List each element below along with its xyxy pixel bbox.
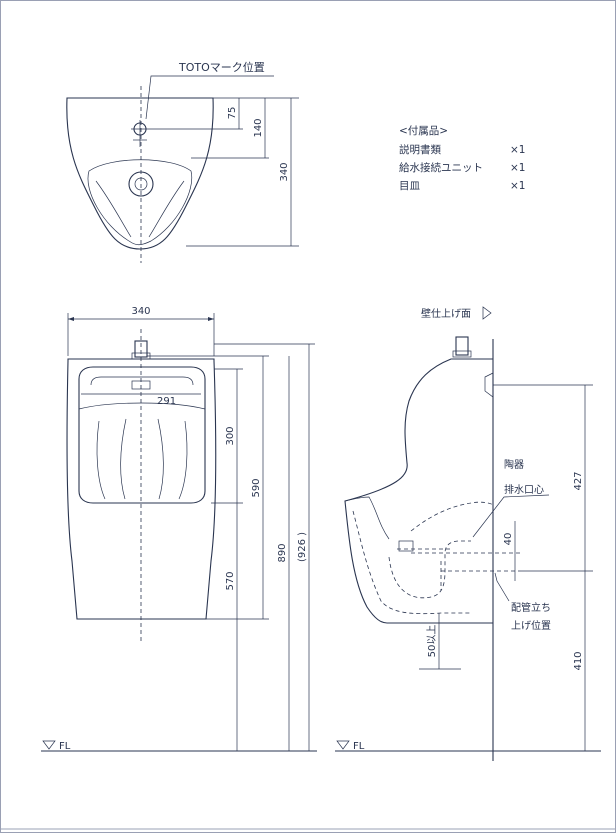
side-view-outline bbox=[344, 358, 493, 624]
accessory-qty: ×1 bbox=[510, 162, 525, 174]
accessory-name: 給水接続ユニット bbox=[399, 161, 483, 174]
pipe-leader bbox=[494, 572, 510, 602]
side-floor-label: FL bbox=[353, 741, 365, 752]
dim-410: 410 bbox=[573, 651, 584, 670]
dim-890: 890 bbox=[277, 543, 288, 562]
accessories-heading: <付属品> bbox=[399, 124, 448, 137]
accessory-name: 説明書類 bbox=[399, 143, 441, 156]
front-view-bowl-opening bbox=[78, 366, 206, 504]
wall-finish-label: 壁仕上げ面 bbox=[421, 307, 471, 320]
accessories-list: <付属品> 説明書類 ×1 給水接続ユニット ×1 目皿 ×1 bbox=[399, 124, 525, 192]
wall-marker-icon bbox=[482, 306, 492, 320]
drain-leader bbox=[472, 494, 550, 538]
dim-340-width: 340 bbox=[131, 306, 150, 317]
top-view: TOTOマーク位置 75 140 340 bbox=[66, 60, 299, 263]
brand-mark-label: TOTOマーク位置 bbox=[178, 60, 265, 74]
side-spud bbox=[455, 336, 469, 356]
dim-570: 570 bbox=[225, 571, 236, 590]
accessory-name: 目皿 bbox=[399, 180, 420, 192]
dim-140: 140 bbox=[253, 118, 264, 137]
dim-291: 291 bbox=[157, 396, 176, 407]
floor-marker-icon bbox=[336, 740, 350, 750]
drain-label-line2: 排水口心 bbox=[504, 483, 544, 496]
dim-926: (926 ) bbox=[297, 532, 308, 562]
front-floor-label: FL bbox=[59, 741, 71, 752]
dim-427: 427 bbox=[573, 471, 584, 490]
accessory-qty: ×1 bbox=[510, 144, 525, 156]
dim-340-depth: 340 bbox=[279, 162, 290, 181]
side-drain-spud bbox=[398, 540, 414, 552]
side-view: 壁仕上げ面 陶器 排水口心 配管立ち 上げ位置 427 410 bbox=[335, 306, 601, 761]
top-view-bowl bbox=[87, 159, 193, 246]
side-trap-path bbox=[352, 510, 471, 615]
floor-marker-icon bbox=[42, 740, 56, 750]
dim-50-min: 50以上 bbox=[426, 625, 438, 658]
front-view-outline bbox=[66, 358, 217, 620]
dim-300: 300 bbox=[225, 426, 236, 445]
drain-label-line1: 陶器 bbox=[504, 458, 524, 471]
dim-75: 75 bbox=[227, 107, 238, 120]
accessory-qty: ×1 bbox=[510, 180, 525, 192]
front-view: 340 291 300 590 570 890 (926 ) FL bbox=[41, 306, 317, 752]
pipe-label-line1: 配管立ち bbox=[511, 601, 551, 614]
dim-590: 590 bbox=[251, 478, 262, 497]
pipe-label-line2: 上げ位置 bbox=[511, 619, 551, 632]
brand-mark-leader bbox=[145, 75, 274, 120]
dim-40: 40 bbox=[503, 533, 514, 546]
top-view-outline bbox=[66, 97, 214, 250]
